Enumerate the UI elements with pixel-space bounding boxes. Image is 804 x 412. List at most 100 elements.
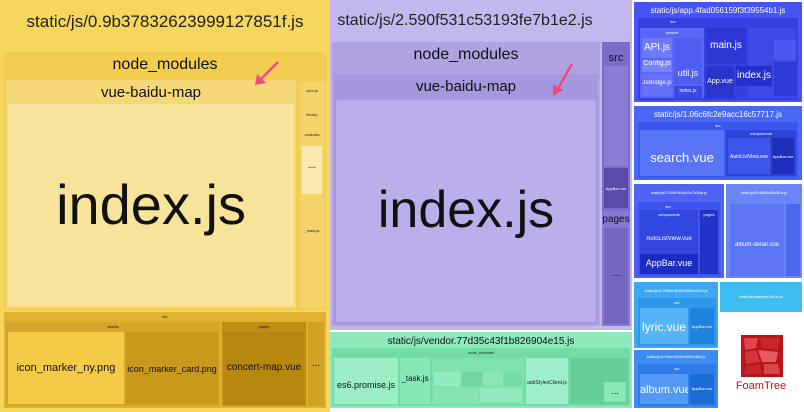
bundle-lyric-title: static/js/4.2088e3845b90fb4d433.js (644, 288, 708, 293)
purple-node-modules-label: node_modules (413, 46, 519, 63)
file-album-detail-vue[interactable] (730, 204, 784, 276)
yellow-side-mata: _mata.js (304, 228, 320, 233)
vendor-more-a[interactable] (604, 382, 626, 402)
search-components-label: components (750, 131, 772, 136)
search-autolist-label: AutoListView.vue (730, 154, 768, 160)
album-detail-components-label: components (658, 212, 680, 217)
vendor-cell-f[interactable] (480, 388, 522, 402)
yellow-src-more[interactable] (308, 322, 324, 406)
album-appbar[interactable] (690, 374, 714, 404)
bundle-manifest[interactable] (720, 282, 802, 312)
app-src-label: src (670, 19, 676, 24)
file-main-js[interactable] (706, 28, 746, 64)
search-appbar[interactable] (772, 138, 794, 174)
app-service-label: service (665, 30, 679, 35)
arrow-icon (255, 61, 279, 85)
purple-vue-baidu-map-label: vue-baidu-map (415, 78, 517, 95)
file-jsbridge-js[interactable] (642, 74, 672, 96)
file-search-vue-label: search.vue (650, 150, 714, 165)
file-config-js[interactable] (642, 60, 672, 72)
album-detail-src-label: src (665, 204, 671, 209)
search-src-label: src (715, 123, 721, 128)
album-detail-appbar[interactable] (640, 254, 698, 274)
purple-pages-label: pages (602, 214, 630, 225)
yellow-side-strip[interactable] (300, 82, 324, 308)
file-album-detail-vue-label: album-detail.vue (734, 242, 780, 248)
vendor-cell-d[interactable] (504, 372, 522, 386)
lyric-appbar-label: AppBar.vue (691, 324, 713, 329)
vendor-node-modules-label: node_modules (467, 350, 495, 355)
yellow-assets-label: assets (107, 324, 119, 329)
yellow-pages-label: pages (258, 324, 270, 329)
file-app-vue[interactable] (706, 66, 734, 98)
purple-src-components[interactable] (604, 66, 628, 166)
file-concert-map-label: concert-map.vue (226, 362, 302, 373)
bundle-manifest-title: static/js/manifest.4e3a.js (739, 294, 783, 299)
vendor-cell-a[interactable] (434, 372, 460, 386)
lyric-appbar[interactable] (690, 308, 714, 344)
yellow-vue-baidu-map-label: vue-baidu-map (100, 84, 202, 101)
bundle-search-title: static/js/1.06c6fc2e9acc16c57717.js (653, 110, 783, 119)
album-src-label: src (674, 366, 680, 371)
yellow-src-label: src (162, 314, 168, 319)
purple-index-js[interactable] (336, 100, 596, 322)
file-config-js-label: Config.js (643, 60, 671, 67)
file-es6-promise[interactable] (334, 358, 398, 404)
file-api-js[interactable] (642, 38, 672, 58)
file-lyric-vue[interactable] (640, 308, 688, 344)
file-icon-marker-ny-label: icon_marker_ny.png (16, 362, 116, 374)
vendor-cell-c[interactable] (484, 372, 502, 386)
yellow-side-library: library (306, 112, 318, 117)
album-detail-autolist-label: AutoListView.vue (646, 236, 692, 242)
file-lyric-vue-label: lyric.vue (641, 320, 686, 334)
file-app-index-js[interactable] (736, 66, 772, 86)
file-jsbridge-js-label: JsBridge.js (642, 80, 672, 86)
file-album-vue-label: album.vue (640, 384, 688, 396)
app-cell-y[interactable] (774, 62, 796, 96)
album-detail-2-cell[interactable] (786, 204, 800, 276)
file-util-js-label: util.js (677, 68, 699, 78)
album-detail-pages[interactable] (700, 210, 718, 274)
file-app-vue-label: App.vue (707, 78, 733, 85)
file-icon-marker-card-label: icon_marker_card.png (127, 364, 217, 374)
file-icon-marker-card[interactable] (126, 332, 218, 404)
file-task[interactable] (400, 358, 430, 404)
search-appbar-label: AppBar.vue (772, 154, 794, 159)
purple-src-label: src (608, 52, 624, 64)
file-index-small[interactable] (674, 86, 702, 98)
file-search-vue[interactable] (640, 130, 724, 176)
foamtree-logo-icon (741, 335, 783, 377)
album-detail-pages-label: pages (703, 212, 715, 217)
album-detail-appbar-label: AppBar.vue (645, 258, 693, 268)
file-es6-promise-label: es6.promise.js (336, 380, 396, 390)
purple-pages-more[interactable] (604, 228, 628, 324)
yellow-src-dots: ... (311, 358, 321, 369)
yellow-side-core-js: core-js (305, 88, 318, 93)
file-util-js[interactable] (674, 38, 702, 84)
yellow-node-modules-label: node_modules (112, 56, 218, 73)
file-icon-marker-ny[interactable] (8, 332, 124, 404)
yellow-index-js[interactable] (8, 104, 294, 306)
vendor-cell-e[interactable] (434, 388, 478, 402)
vendor-cell-b[interactable] (462, 372, 482, 386)
file-concert-map[interactable] (224, 332, 304, 404)
purple-appbar[interactable] (604, 168, 628, 208)
yellow-index-js-label: index.js (56, 173, 246, 236)
file-task-label: _task.js (401, 374, 429, 383)
file-album-vue[interactable] (640, 374, 688, 404)
lyric-src-label: src (674, 300, 680, 305)
file-add-styles-client[interactable] (526, 358, 568, 404)
app-cell-x[interactable] (774, 40, 796, 60)
file-app-index-js-label: index.js (737, 70, 771, 81)
yellow-side-more[interactable] (302, 146, 322, 194)
bundle-purple-title: static/js/2.590f531c53193fe7b1e2.js (337, 12, 593, 29)
bundle-album-detail-title: static/js/3.f36e2b1a93c7e09a.js (650, 190, 708, 195)
purple-pages-dots: ... (611, 268, 621, 279)
file-api-js-label: API.js (643, 42, 671, 53)
purple-index-js-label: index.js (377, 181, 555, 239)
bundle-vendor-title: static/js/vendor.77d35c43f1b826904e15.js (387, 336, 575, 347)
search-autolist[interactable] (728, 138, 770, 174)
yellow-side-modules: modules (304, 132, 320, 137)
bundle-yellow-title: static/js/0.9b37832623999127851f.js (26, 12, 304, 31)
foamtree-logo-label: FoamTree (735, 380, 787, 392)
